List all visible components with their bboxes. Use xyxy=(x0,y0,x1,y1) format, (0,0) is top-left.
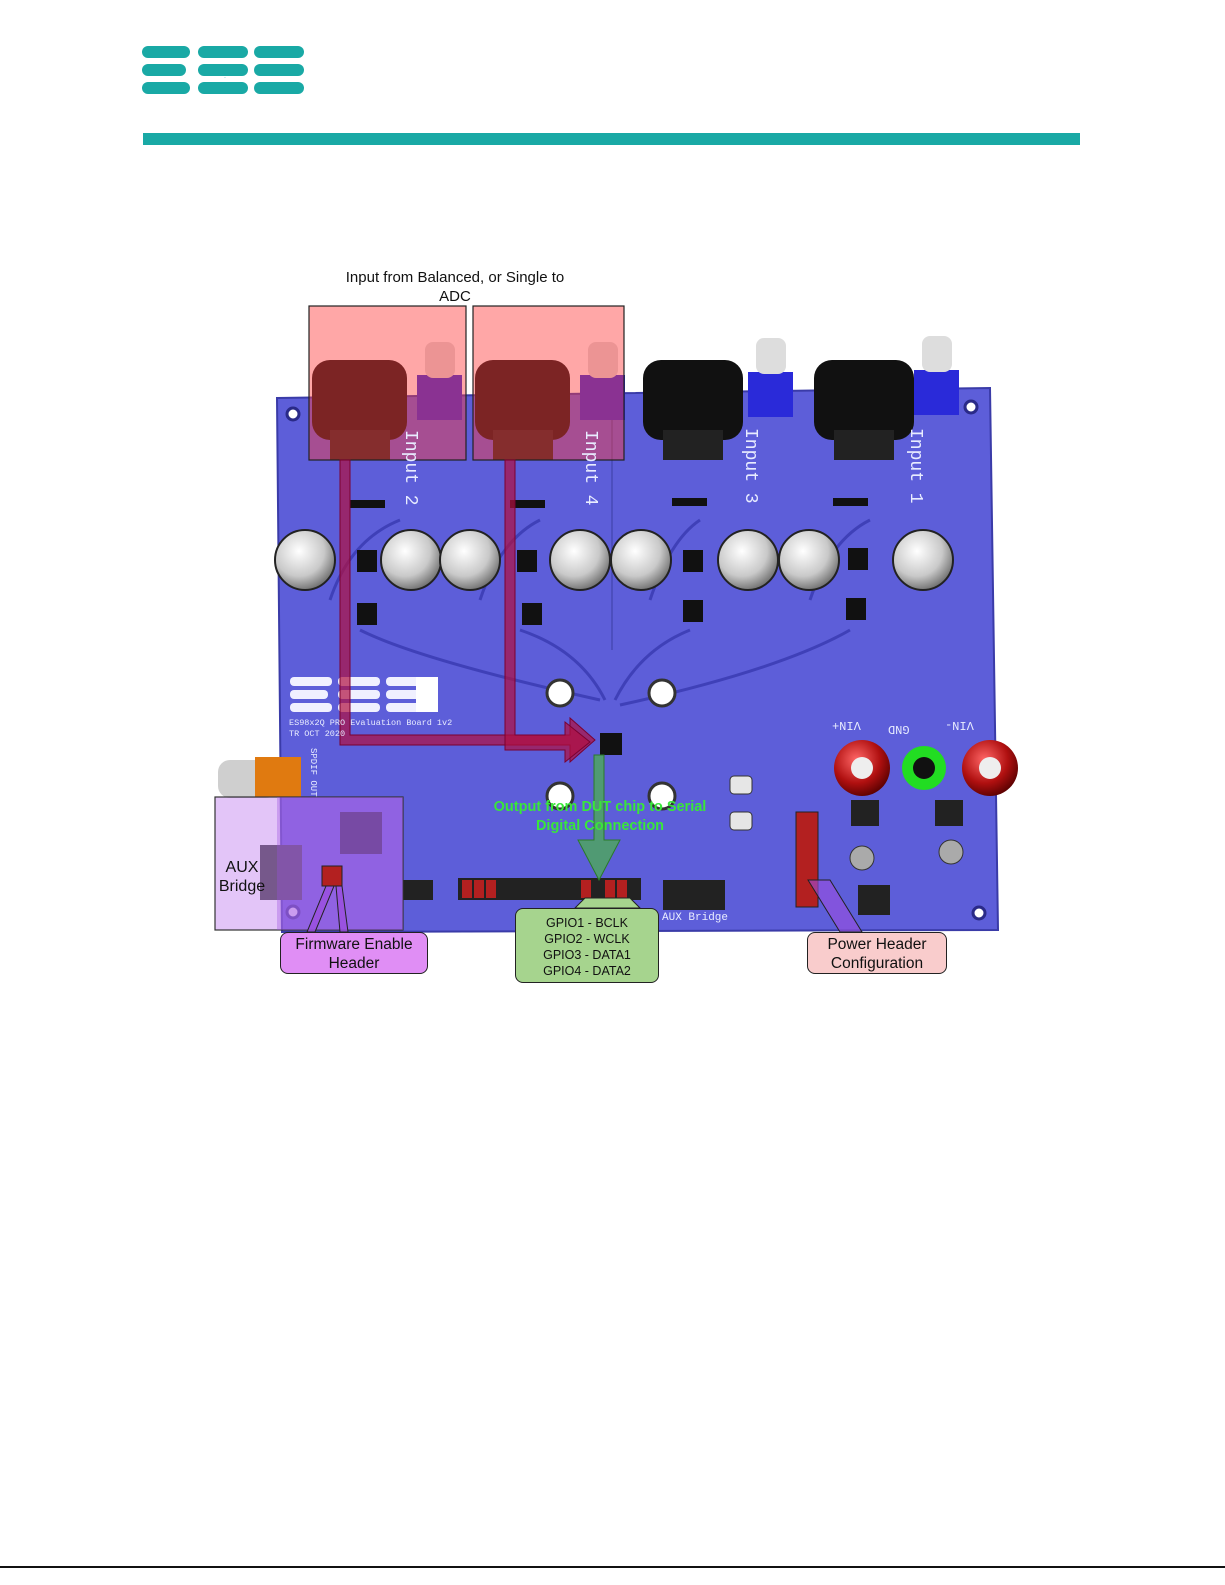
silk-vin-plus: VIN+ xyxy=(832,718,861,732)
silk-aux-bridge: AUX Bridge xyxy=(662,912,729,924)
input-caption-line2: ADC xyxy=(439,288,471,305)
opamp-chips xyxy=(357,548,868,625)
binding-posts xyxy=(834,740,1018,796)
silk-input-3: Input 3 xyxy=(740,428,760,504)
input-2-highlight xyxy=(308,305,467,461)
power-label-line1: Power Header xyxy=(827,936,927,953)
gpio-line: GPIO3 - DATA1 xyxy=(543,948,631,962)
xlr-connectors xyxy=(312,360,914,460)
input-signal-arrows xyxy=(339,459,596,764)
silk-input-2: Input 2 xyxy=(400,430,420,506)
silk-spdif-out: SPDIF OUT xyxy=(308,748,318,797)
silk-gnd: GND xyxy=(888,722,910,736)
board-ess-logo xyxy=(290,677,438,712)
ess-logo: ESS xyxy=(142,46,304,94)
mounting-holes xyxy=(285,399,987,921)
input-caption-line1: Input from Balanced, or Single to xyxy=(345,269,565,286)
header-rule xyxy=(143,133,1080,145)
aux-bridge-line1: AUX xyxy=(225,859,259,876)
input-4-highlight xyxy=(472,305,625,461)
power-header-label: Power Header Configuration xyxy=(807,932,947,974)
dut-area xyxy=(545,678,677,811)
silk-board-title: ES98x2Q PRO Evaluation Board 1v2 xyxy=(289,718,453,728)
aux-bridge-highlight xyxy=(214,796,404,931)
input-caption: Input from Balanced, or Single to ADC xyxy=(330,268,580,306)
aux-bridge-label: AUX Bridge xyxy=(214,858,270,896)
output-caption-line1: Output from DUT chip to Serial xyxy=(493,799,707,815)
output-caption: Output from DUT chip to Serial Digital C… xyxy=(470,798,730,836)
output-signal-arrow xyxy=(577,754,621,882)
gpio-line: GPIO4 - DATA2 xyxy=(543,964,631,978)
gpio-line: GPIO2 - WCLK xyxy=(544,932,630,946)
dut-chip xyxy=(600,733,622,755)
gpio-mapping-label: GPIO1 - BCLK GPIO2 - WCLK GPIO3 - DATA1 … xyxy=(515,908,659,983)
aux-bridge-connector xyxy=(260,845,302,900)
gpio-header xyxy=(403,878,725,910)
silk-vin-minus: VIN- xyxy=(945,718,974,732)
silk-input-4: Input 4 xyxy=(580,430,600,506)
firmware-enable-label: Firmware Enable Header xyxy=(280,932,428,974)
gpio-line: GPIO1 - BCLK xyxy=(546,916,628,930)
firmware-label-line1: Firmware Enable xyxy=(295,936,413,953)
rca-jacks xyxy=(417,336,959,420)
svg-text:ESS: ESS xyxy=(224,77,226,79)
silk-input-1: Input 1 xyxy=(905,428,925,504)
usb-bridge-chip xyxy=(340,812,382,854)
firmware-label-line2: Header xyxy=(328,955,380,972)
power-label-line2: Configuration xyxy=(830,955,924,972)
electrolytic-capacitors xyxy=(274,529,954,591)
output-caption-line2: Digital Connection xyxy=(535,818,665,834)
footer-rule xyxy=(0,1566,1225,1568)
aux-bridge-line2: Bridge xyxy=(218,878,266,895)
silk-board-date: TR OCT 2020 xyxy=(289,729,346,739)
